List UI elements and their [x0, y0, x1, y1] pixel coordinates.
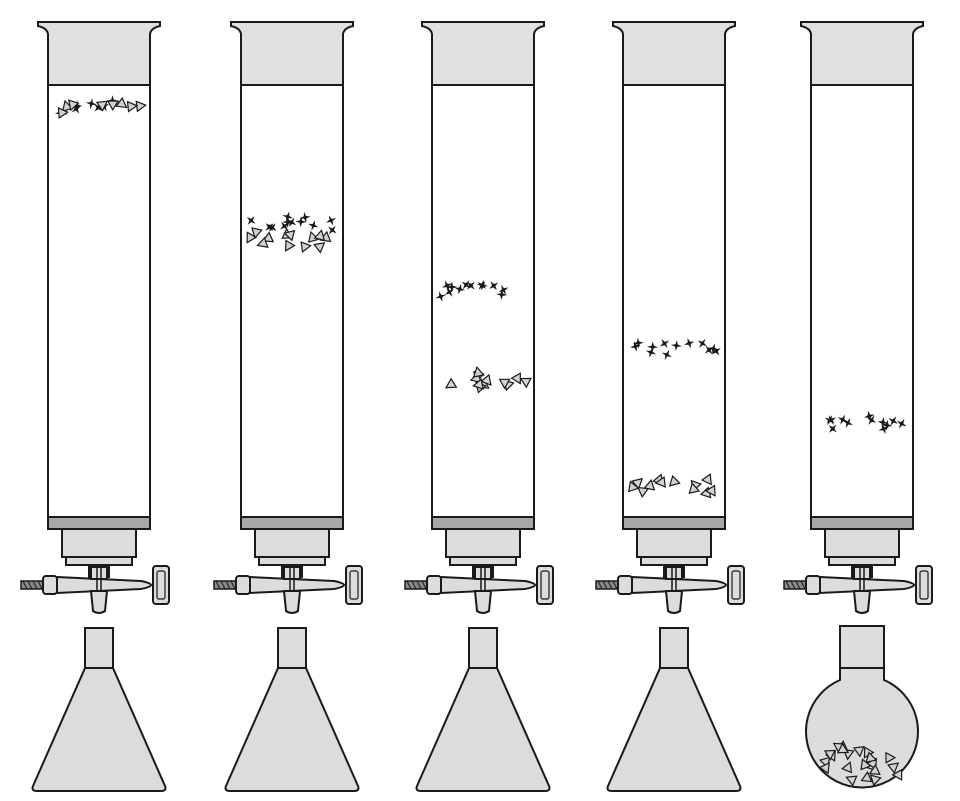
- stopcock-inlet: [90, 566, 108, 580]
- thread-line: [790, 580, 796, 590]
- column-neck: [824, 528, 900, 558]
- stopcock[interactable]: [213, 565, 363, 614]
- stopcock-nut: [42, 575, 58, 595]
- stopcock-tip: [89, 590, 109, 614]
- stopcock-tip: [852, 590, 872, 614]
- thread-line: [785, 580, 791, 590]
- erlenmeyer-flask: [606, 627, 742, 792]
- column-stage-4: [595, 21, 745, 792]
- stopcock-inlet: [474, 566, 492, 580]
- stopcock-handle-inner: [731, 570, 741, 600]
- stopcock-inlet: [283, 566, 301, 580]
- stopcock[interactable]: [783, 565, 933, 614]
- column-tube: [810, 84, 914, 530]
- stopcock-handle[interactable]: [536, 565, 554, 605]
- column-stage-3: [404, 21, 554, 792]
- column-neck: [636, 528, 712, 558]
- thread-line: [220, 580, 226, 590]
- column-stage-1: [20, 21, 170, 792]
- erlenmeyer-flask: [415, 627, 551, 792]
- thread-line: [22, 580, 28, 590]
- stopcock-nut: [805, 575, 821, 595]
- solvent-reservoir: [230, 21, 354, 86]
- solvent-reservoir: [800, 21, 924, 86]
- stopcock-handle[interactable]: [345, 565, 363, 605]
- stopcock-handle[interactable]: [152, 565, 170, 605]
- thread-line: [406, 580, 412, 590]
- stopcock-handle[interactable]: [915, 565, 933, 605]
- flask-body: [31, 627, 167, 792]
- column-neck: [445, 528, 521, 558]
- stopcock-nut: [426, 575, 442, 595]
- round-bottom-flask: [805, 625, 919, 789]
- thread-line: [597, 580, 603, 590]
- column-neck: [254, 528, 330, 558]
- stopcock-handle-inner: [919, 570, 929, 600]
- column-neck-ring: [449, 556, 517, 566]
- column-neck-ring: [65, 556, 133, 566]
- column-neck-ring: [828, 556, 896, 566]
- solvent-reservoir: [37, 21, 161, 86]
- stopcock-barrel: [819, 575, 915, 595]
- stopcock-barrel: [631, 575, 727, 595]
- column-tube: [47, 84, 151, 530]
- column-stage-5: [783, 21, 933, 789]
- column-neck-ring: [258, 556, 326, 566]
- flask-body: [606, 627, 742, 792]
- flask-body: [224, 627, 360, 792]
- thread-line: [37, 580, 43, 590]
- stopcock-inlet: [665, 566, 683, 580]
- thread-line: [32, 580, 38, 590]
- thread-line: [602, 580, 608, 590]
- stopcock[interactable]: [20, 565, 170, 614]
- column-frit: [47, 516, 151, 530]
- thread-line: [800, 580, 806, 590]
- erlenmeyer-flask: [31, 627, 167, 792]
- stopcock-handle-inner: [349, 570, 359, 600]
- column-neck-ring: [640, 556, 708, 566]
- stopcock-barrel: [440, 575, 536, 595]
- stopcock-inlet: [853, 566, 871, 580]
- thread-line: [411, 580, 417, 590]
- column-stage-2: [213, 21, 363, 792]
- stopcock-barrel: [56, 575, 152, 595]
- thread-line: [225, 580, 231, 590]
- stopcock-handle[interactable]: [727, 565, 745, 605]
- thread-line: [230, 580, 236, 590]
- thread-line: [215, 580, 221, 590]
- column-tube: [240, 84, 344, 530]
- stopcock-tip: [664, 590, 684, 614]
- column-tube: [622, 84, 726, 530]
- stopcock-handle-inner: [156, 570, 166, 600]
- stopcock-tip: [473, 590, 493, 614]
- thread-line: [607, 580, 613, 590]
- thread-line: [27, 580, 33, 590]
- flask-body: [415, 627, 551, 792]
- stopcock-nut: [617, 575, 633, 595]
- stopcock-nut: [235, 575, 251, 595]
- column-frit: [622, 516, 726, 530]
- thread-line: [421, 580, 427, 590]
- column-frit: [431, 516, 535, 530]
- thread-line: [612, 580, 618, 590]
- erlenmeyer-flask: [224, 627, 360, 792]
- stopcock[interactable]: [595, 565, 745, 614]
- stopcock-barrel: [249, 575, 345, 595]
- flask-body: [805, 625, 919, 789]
- solvent-reservoir: [421, 21, 545, 86]
- column-neck: [61, 528, 137, 558]
- column-frit: [810, 516, 914, 530]
- column-frit: [240, 516, 344, 530]
- stopcock-tip: [282, 590, 302, 614]
- solvent-reservoir: [612, 21, 736, 86]
- stopcock-handle-inner: [540, 570, 550, 600]
- stopcock[interactable]: [404, 565, 554, 614]
- column-tube: [431, 84, 535, 530]
- thread-line: [795, 580, 801, 590]
- thread-line: [416, 580, 422, 590]
